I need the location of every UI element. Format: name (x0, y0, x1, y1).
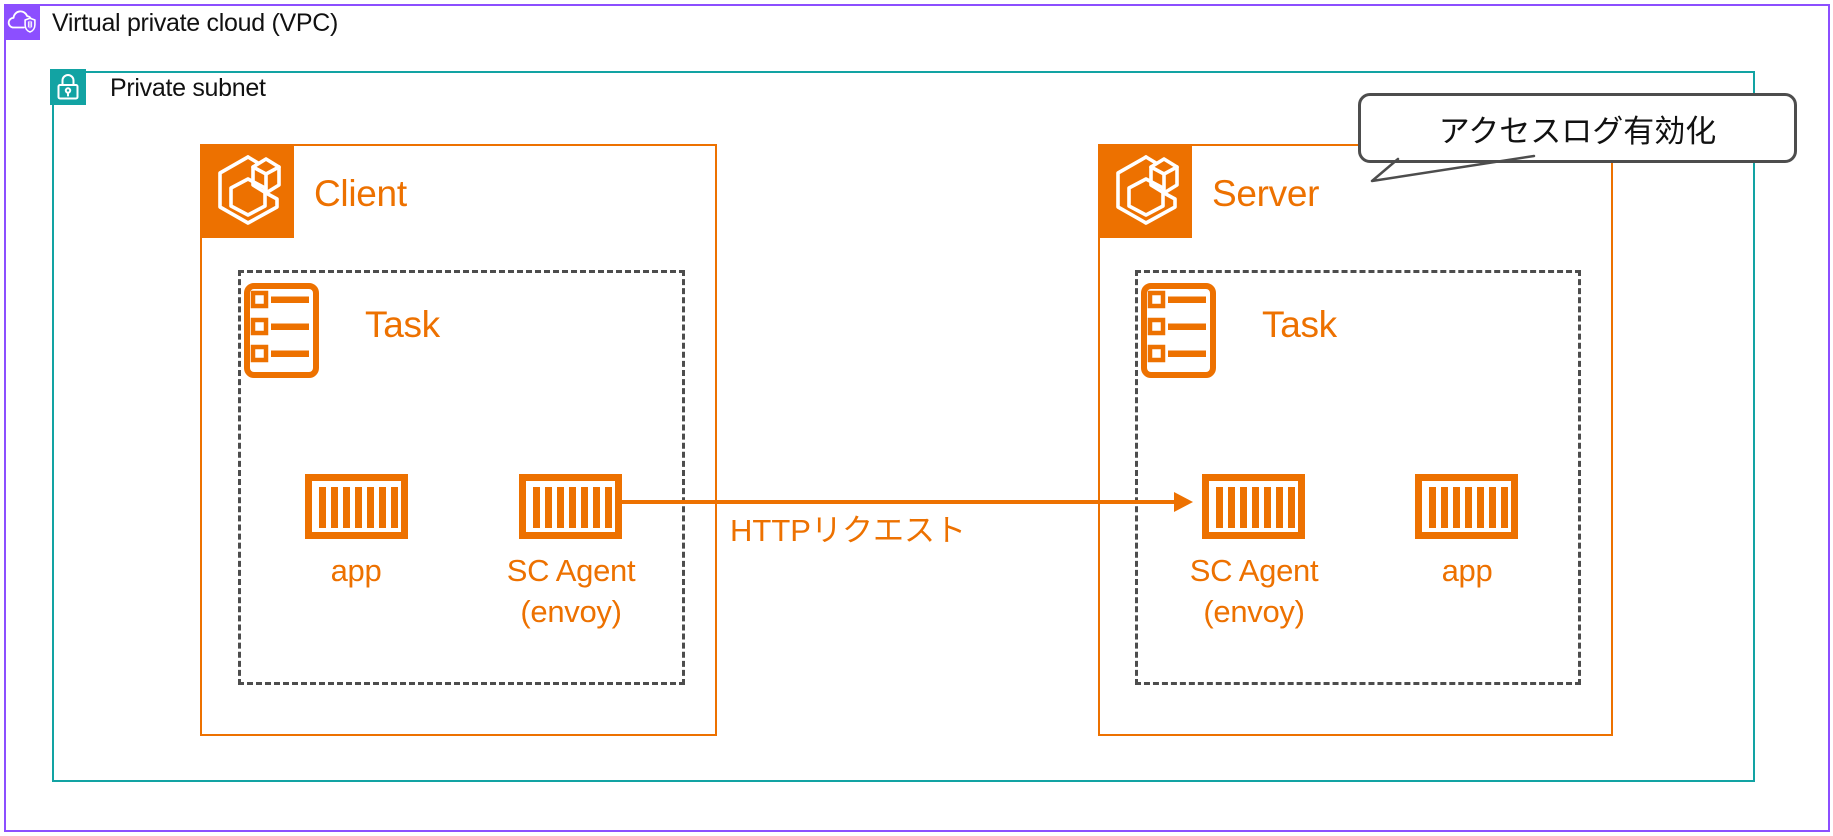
container-label-app: app (1442, 550, 1493, 591)
container-sublabel-line: (envoy) (1203, 594, 1305, 629)
client-title: Client (314, 173, 407, 214)
container-label-line: app (330, 553, 382, 588)
vpc-group (4, 4, 1830, 832)
client-task-title: Task (365, 304, 440, 345)
task-list-icon (243, 282, 320, 379)
access-log-callout: アクセスログ有効化 (1358, 93, 1797, 163)
server-title: Server (1212, 173, 1320, 214)
server-service-group: Server Task (1098, 144, 1613, 736)
container-icon-sc-agent (1202, 474, 1305, 539)
ecs-service-icon (200, 144, 294, 238)
container-label-line: SC Agent (506, 553, 636, 588)
server-task-title: Task (1262, 304, 1337, 345)
container-icon-app (1415, 474, 1518, 539)
container-label-line: app (1441, 553, 1493, 588)
container-label-app: app (331, 550, 382, 591)
container-icon-sc-agent (519, 474, 622, 539)
http-request-arrow (620, 492, 1193, 512)
container-sublabel-line: (envoy) (520, 594, 622, 629)
callout-tail (1356, 150, 1546, 192)
private-subnet-title: Private subnet (110, 74, 266, 102)
container-icon-app (305, 474, 408, 539)
private-subnet-group (52, 71, 1755, 782)
server-task-group: Task SC Agent (envoy) (1135, 270, 1581, 685)
container-label-line: SC Agent (1189, 553, 1319, 588)
client-service-group: Client Task (200, 144, 717, 736)
client-task-group: Task app (238, 270, 685, 685)
container-label-sc-agent: SC Agent (envoy) (1190, 550, 1319, 632)
private-subnet-lock-icon (50, 69, 86, 105)
vpc-cloud-shield-icon (4, 4, 40, 40)
vpc-title: Virtual private cloud (VPC) (52, 9, 339, 37)
http-request-label: HTTPリクエスト (730, 513, 966, 548)
container-label-sc-agent: SC Agent (envoy) (507, 550, 636, 632)
ecs-service-icon (1098, 144, 1192, 238)
task-list-icon (1140, 282, 1217, 379)
